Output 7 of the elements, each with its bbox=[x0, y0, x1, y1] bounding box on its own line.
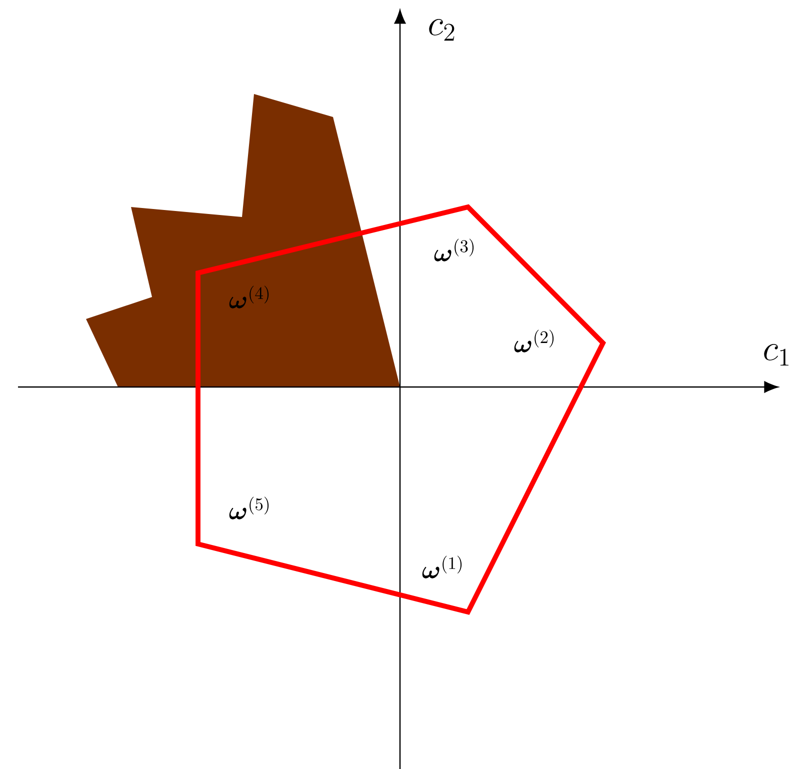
vertex-label: $\boldsymbol{\omega}^{(3)}$ bbox=[434, 238, 474, 262]
vertex-label: $\boldsymbol{\omega}^{(2)}$ bbox=[514, 330, 554, 352]
axis-label: $c_1$ bbox=[764, 344, 788, 366]
vertex-label: $\boldsymbol{\omega}^{(5)}$ bbox=[229, 496, 269, 520]
vertex-label: $\boldsymbol{\omega}^{(1)}$ bbox=[422, 556, 462, 578]
axis-label: $c_2$ bbox=[429, 19, 454, 41]
vertex-label: $\boldsymbol{\omega}^{(4)}$ bbox=[229, 286, 269, 308]
